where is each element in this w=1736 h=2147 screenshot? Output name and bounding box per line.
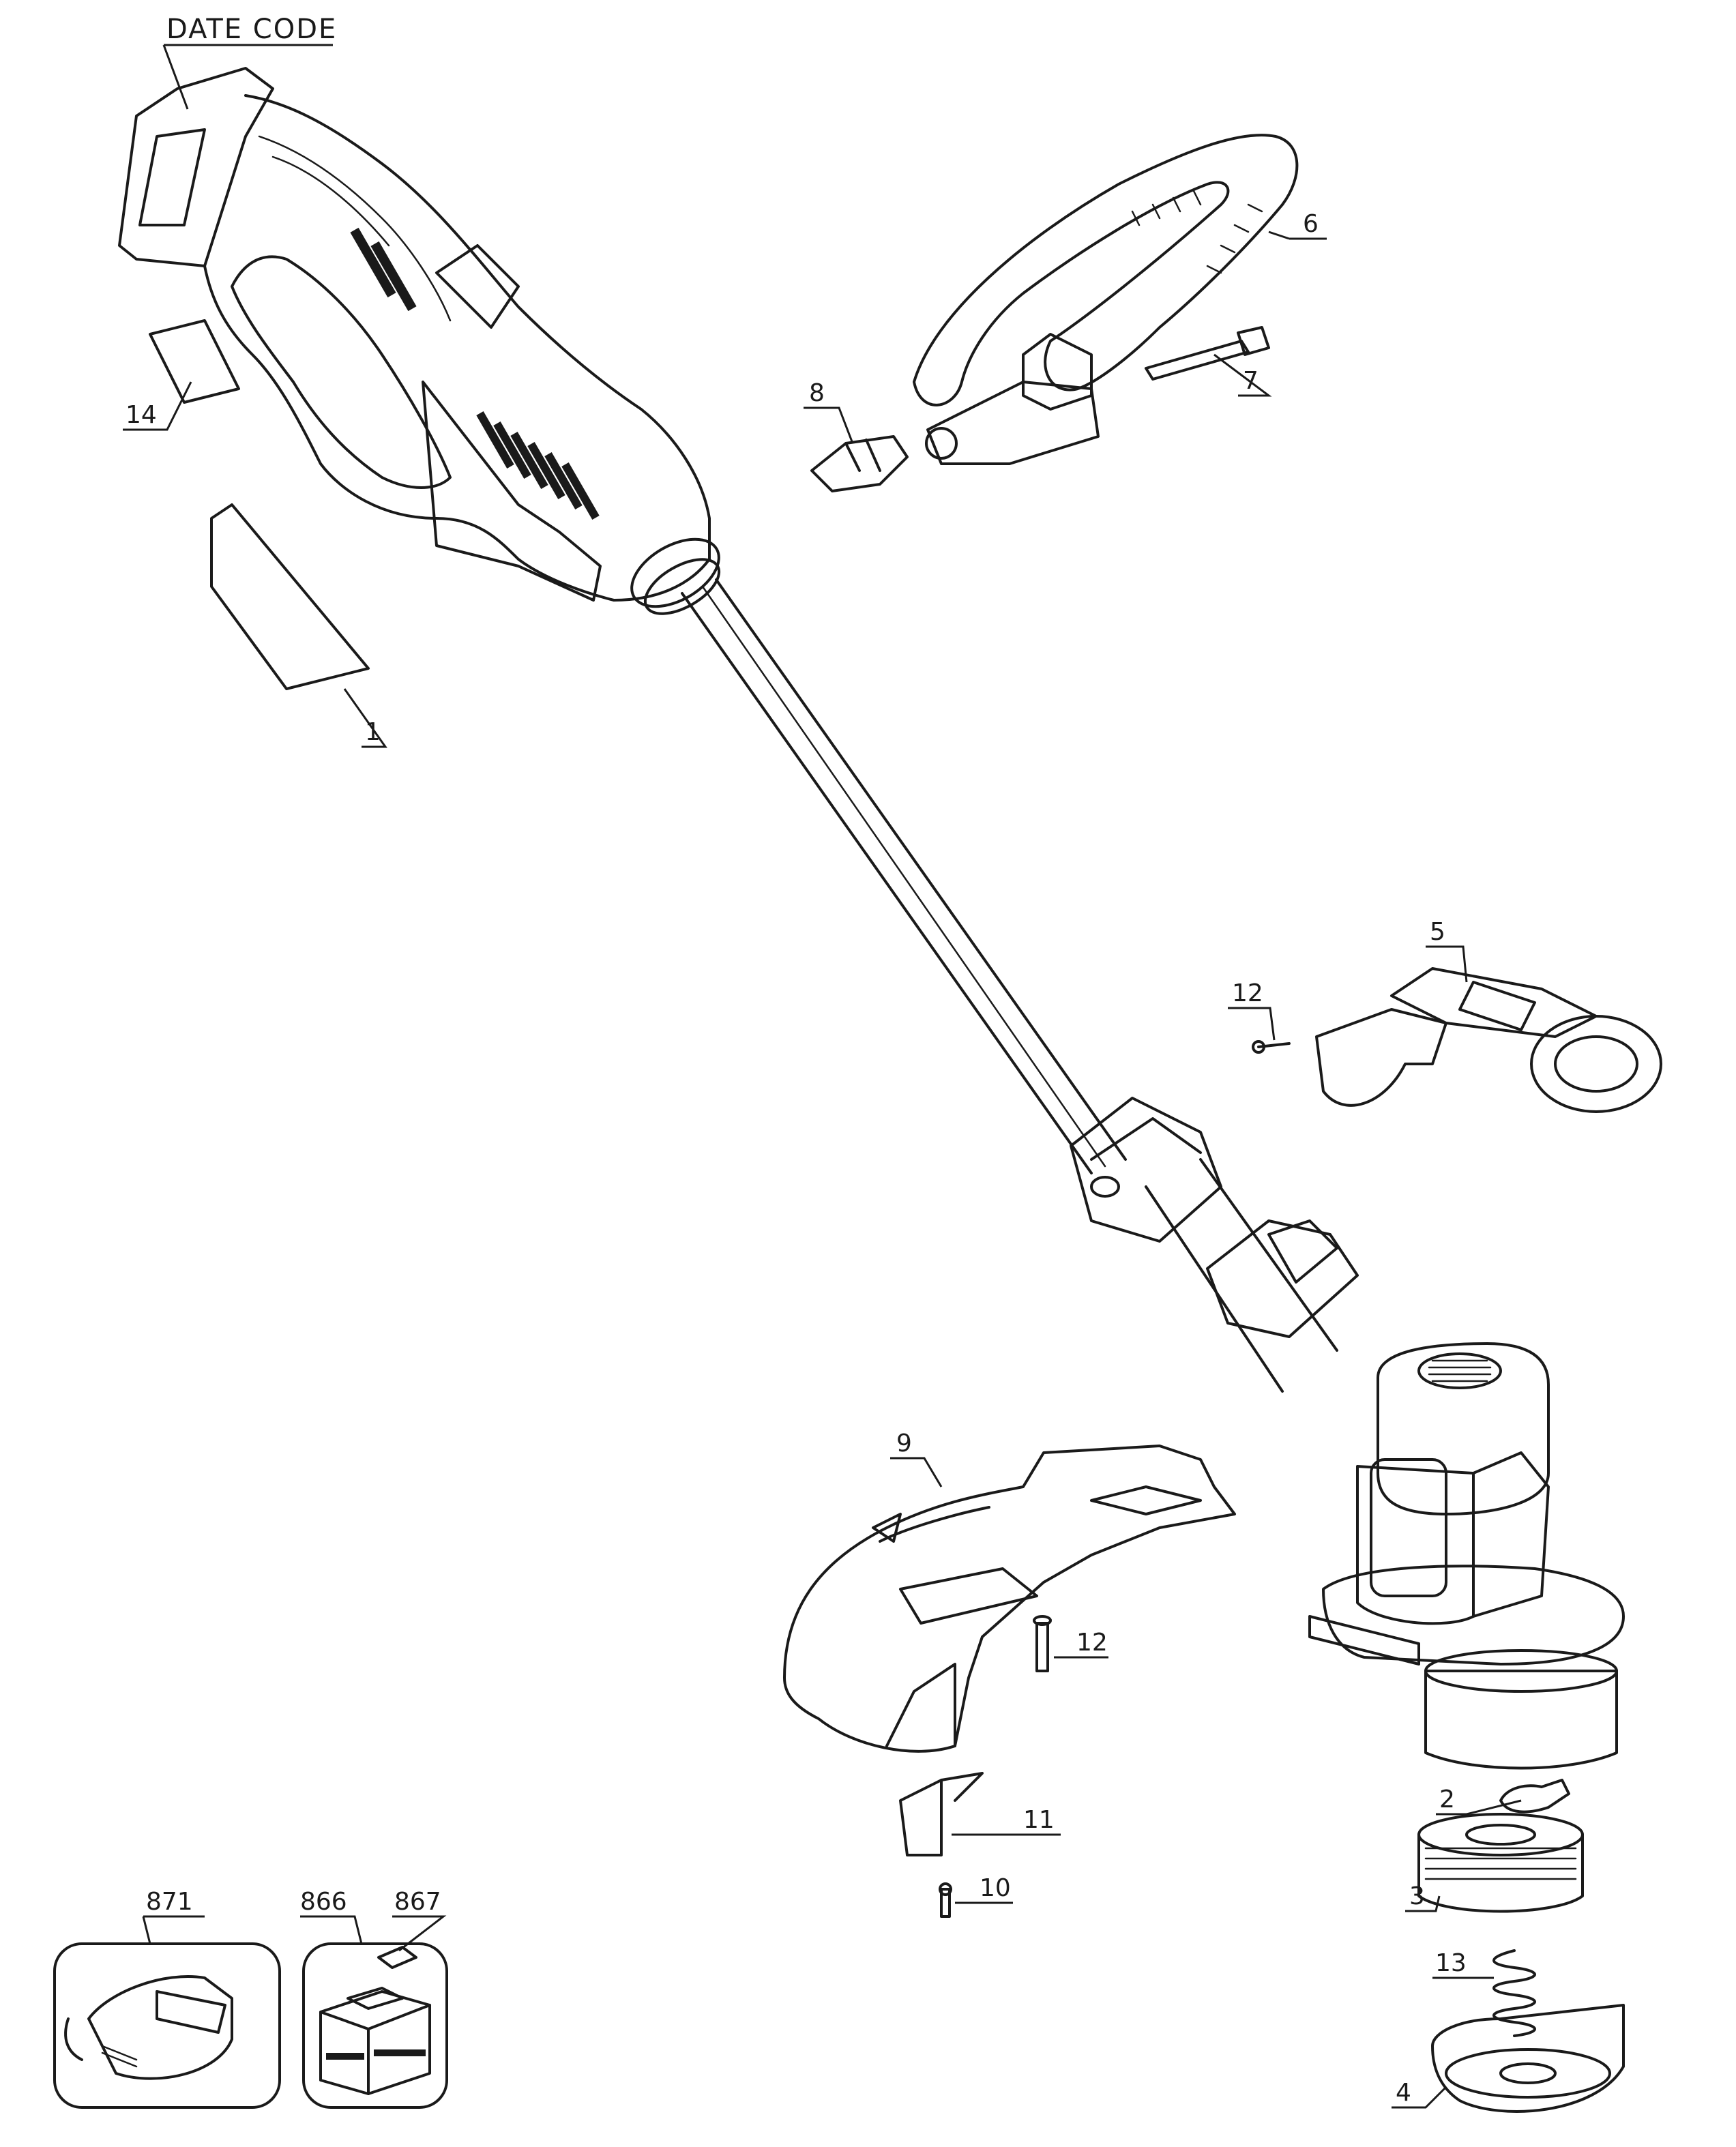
callout-7: 7: [1243, 367, 1259, 395]
callout-871: 871: [146, 1888, 193, 1916]
auxiliary-handle-part-6: [913, 134, 1299, 465]
shaft-lock-collar: [1070, 1097, 1222, 1243]
edge-guide-part-5: [1315, 967, 1662, 1113]
shaft-adjust-collar: [1206, 1219, 1359, 1338]
callout-2: 2: [1439, 1786, 1455, 1813]
guard-part-9: [783, 1445, 1236, 1753]
callout-13: 13: [1435, 1949, 1467, 1977]
spring-part-13: [1492, 1949, 1536, 2037]
date-code-label: DATE CODE: [166, 14, 337, 45]
label-part-1: [210, 503, 370, 690]
label-part-14: [149, 319, 240, 404]
charger-part-871: [53, 1942, 281, 2109]
spool-part-3: [1417, 1813, 1584, 1913]
callout-5: 5: [1430, 918, 1445, 946]
callout-9: 9: [896, 1430, 912, 1457]
screw-part-10: [939, 1882, 952, 1918]
callout-866: 866: [300, 1888, 347, 1916]
main-handle-housing: [118, 67, 721, 615]
callout-labels: DATE CODE 14 1 6 7 8 5 12 9 12 11 10 2 3…: [126, 14, 1467, 2107]
tab-part-2: [1499, 1779, 1570, 1813]
callout-12-upper: 12: [1232, 979, 1263, 1007]
bolt-part-7: [1145, 326, 1270, 381]
callout-10: 10: [980, 1874, 1011, 1902]
callout-11: 11: [1023, 1806, 1055, 1834]
knob-part-8: [810, 435, 909, 492]
callout-6: 6: [1303, 210, 1319, 238]
callout-4: 4: [1396, 2079, 1411, 2107]
callout-12-lower: 12: [1076, 1629, 1108, 1657]
callout-8: 8: [809, 379, 825, 407]
callout-1: 1: [365, 718, 381, 746]
callout-3: 3: [1409, 1882, 1425, 1910]
callout-867: 867: [394, 1888, 441, 1916]
clip-part-11: [899, 1772, 984, 1856]
callout-14: 14: [126, 401, 157, 429]
pin-part-12-lower: [1033, 1615, 1052, 1672]
spool-cap-part-4: [1431, 2004, 1625, 2113]
battery-part-866: [302, 1942, 448, 2109]
leader-lines: [123, 44, 1522, 2109]
screw-part-12-upper: [1252, 1040, 1291, 1054]
motor-head: [1308, 1342, 1625, 1770]
battery-cap-part-867: [377, 1946, 417, 1969]
